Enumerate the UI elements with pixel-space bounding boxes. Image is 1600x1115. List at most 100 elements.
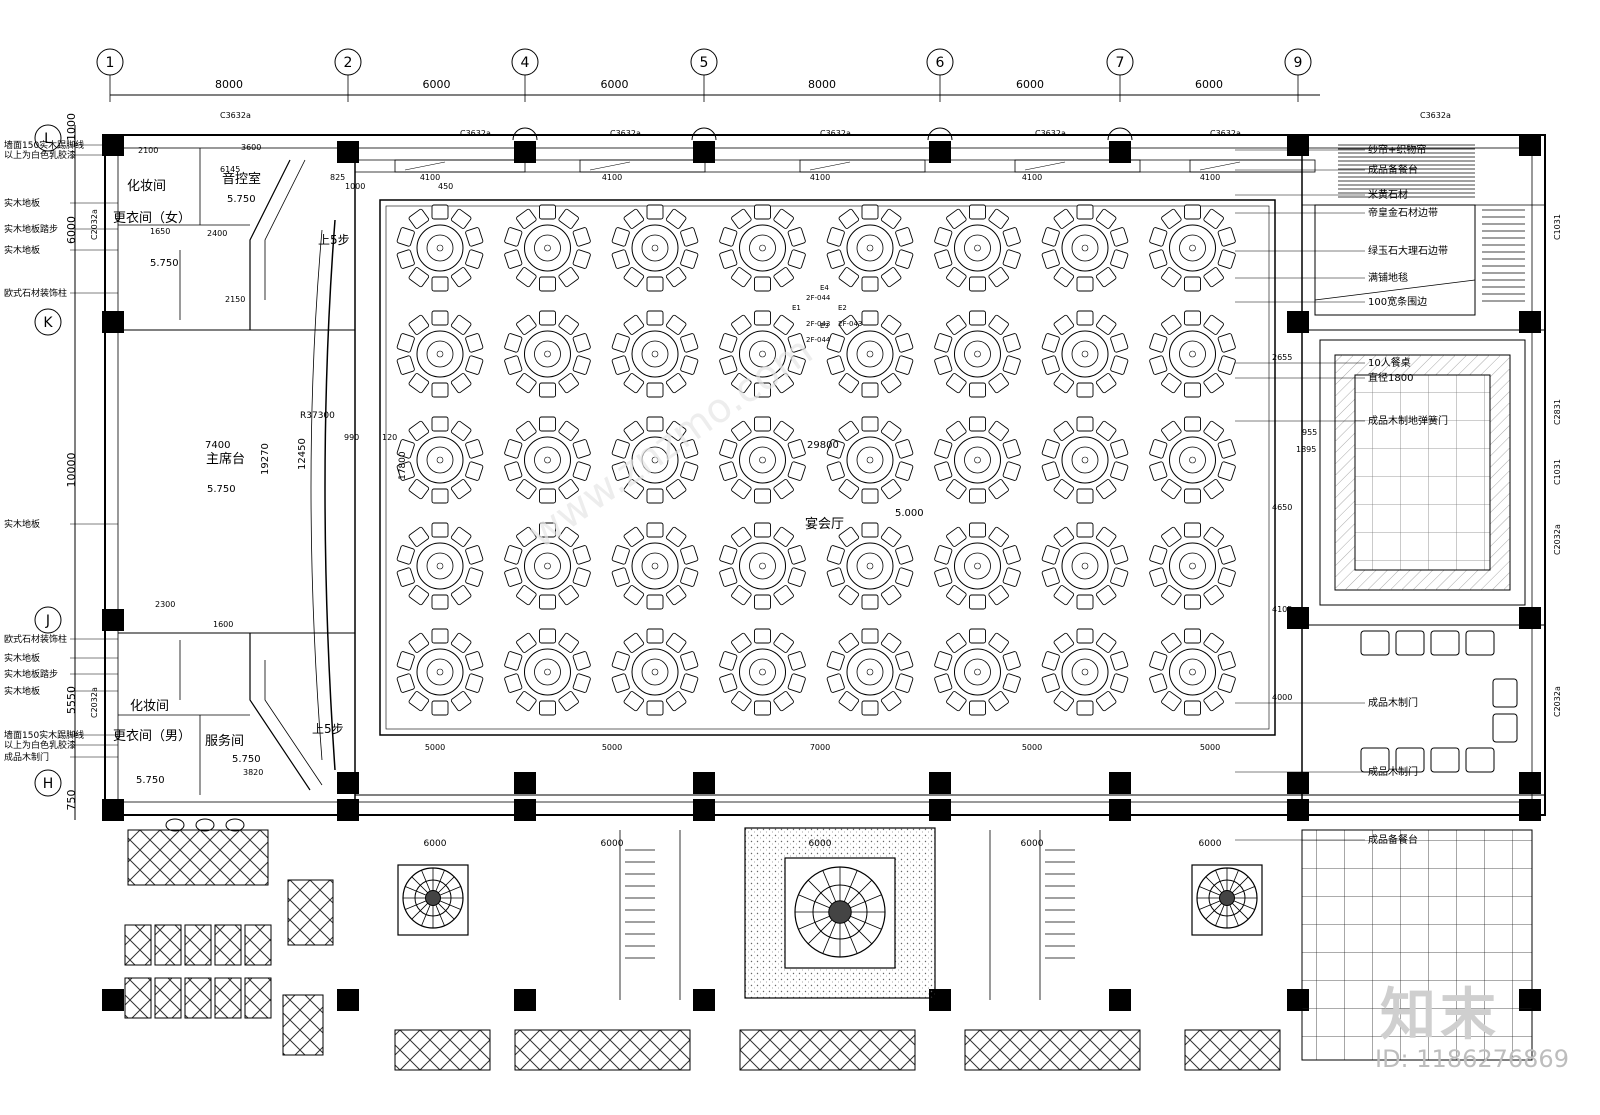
chair xyxy=(623,632,645,653)
floor-medallion xyxy=(402,867,464,929)
chair xyxy=(1110,227,1129,247)
chair xyxy=(504,439,523,459)
dressing-female-level: 5.750 xyxy=(150,258,179,269)
chair xyxy=(988,267,1009,288)
chair xyxy=(861,276,879,292)
chair xyxy=(623,267,645,288)
chair xyxy=(1161,267,1182,288)
right-material-label: 成品木制门 xyxy=(1368,765,1418,778)
window-arch xyxy=(927,127,953,141)
column xyxy=(1109,772,1131,794)
chair xyxy=(1217,439,1236,459)
dim-bottom-segment: 5000 xyxy=(602,743,622,752)
chair xyxy=(504,545,523,565)
chair xyxy=(773,267,794,288)
chair xyxy=(623,373,645,394)
right-material-label: 帝皇金石材边带 xyxy=(1368,206,1438,219)
chair xyxy=(1184,382,1201,398)
chair xyxy=(1041,461,1060,481)
left-material-label: 实木地板踏步 xyxy=(4,668,58,680)
window-code: C3632a xyxy=(220,111,251,120)
chair xyxy=(1095,479,1117,500)
left-material-label: 欧式石材装饰柱 xyxy=(4,287,67,299)
dressing-male-label: 更衣间（男） xyxy=(113,728,191,744)
axis-span-label: 6000 xyxy=(1195,78,1223,91)
left-material-label: 实木地板 xyxy=(4,652,40,664)
chair xyxy=(969,310,986,326)
chair xyxy=(450,632,472,653)
axis-span-label: 6000 xyxy=(1016,78,1044,91)
banquet-table xyxy=(1149,310,1236,398)
chair xyxy=(895,545,914,565)
chair xyxy=(988,208,1009,229)
chair xyxy=(787,673,806,693)
chair xyxy=(826,461,845,481)
service-chair xyxy=(1430,630,1460,656)
axis-top-label: 1 xyxy=(106,55,115,71)
lower-lobby xyxy=(105,814,1545,1071)
chair xyxy=(1110,333,1129,353)
chair xyxy=(558,208,579,229)
right-material-labels: 纱帘+织物帘成品备餐台米黄石材帝皇金石材边带绿玉石大理石边带满铺地毯100宽条围… xyxy=(1235,143,1448,846)
chair xyxy=(1110,545,1129,565)
chair xyxy=(1161,373,1182,394)
banquet-table xyxy=(719,204,806,292)
dim-misc: 3820 xyxy=(243,768,263,777)
chair xyxy=(826,651,845,671)
axis-top-label: 9 xyxy=(1294,55,1303,71)
chair xyxy=(465,651,484,671)
side-window-code: C2032a xyxy=(1553,524,1562,555)
watermark-brand: 知末 xyxy=(1380,983,1500,1048)
chair xyxy=(539,204,556,220)
chair xyxy=(754,700,771,716)
left-material-label: 以上为白色乳胶漆 xyxy=(4,739,76,751)
dim-top-segment: 4100 xyxy=(810,173,830,182)
chair xyxy=(1095,585,1117,606)
axis-span-label: 750 xyxy=(65,790,78,811)
chair xyxy=(516,267,537,288)
right-material-label: 满铺地毯 xyxy=(1368,271,1408,284)
banquet-table xyxy=(934,204,1021,292)
dim-top-segment: 4100 xyxy=(1022,173,1042,182)
chair xyxy=(396,567,415,587)
service-chair xyxy=(1360,630,1390,656)
stage-label: 主席台 xyxy=(206,451,245,467)
chair xyxy=(623,314,645,335)
chair xyxy=(969,594,986,610)
chair xyxy=(1161,585,1182,606)
right-material-label: 直径1800 xyxy=(1368,371,1413,384)
chair xyxy=(408,526,430,547)
chair xyxy=(680,439,699,459)
dim-misc: 825 xyxy=(330,173,345,182)
chair xyxy=(861,382,879,398)
dim-misc: 1000 xyxy=(345,182,365,191)
chair xyxy=(646,594,664,610)
chair xyxy=(826,227,845,247)
chair xyxy=(408,585,430,606)
chair xyxy=(680,673,699,693)
wash-basin xyxy=(165,818,185,832)
chair xyxy=(969,276,986,292)
chair xyxy=(895,249,914,269)
chair xyxy=(969,488,986,504)
chair xyxy=(408,479,430,500)
chair xyxy=(934,249,953,269)
chair xyxy=(895,439,914,459)
floor-medallions xyxy=(402,866,1258,958)
chair xyxy=(895,227,914,247)
chair xyxy=(504,355,523,375)
chair xyxy=(431,522,449,538)
chair xyxy=(1203,479,1224,500)
left-material-label: 墙面150实木踢脚线 xyxy=(4,139,84,151)
makeup-male-label: 化妆间 xyxy=(130,699,169,714)
chair xyxy=(773,208,794,229)
chair xyxy=(880,479,902,500)
chair xyxy=(1041,227,1060,247)
chair xyxy=(516,373,537,394)
chair xyxy=(1184,416,1201,432)
chair xyxy=(396,651,415,671)
chair xyxy=(1184,628,1201,644)
chair xyxy=(946,632,967,653)
chair xyxy=(731,314,752,335)
chair xyxy=(396,355,415,375)
